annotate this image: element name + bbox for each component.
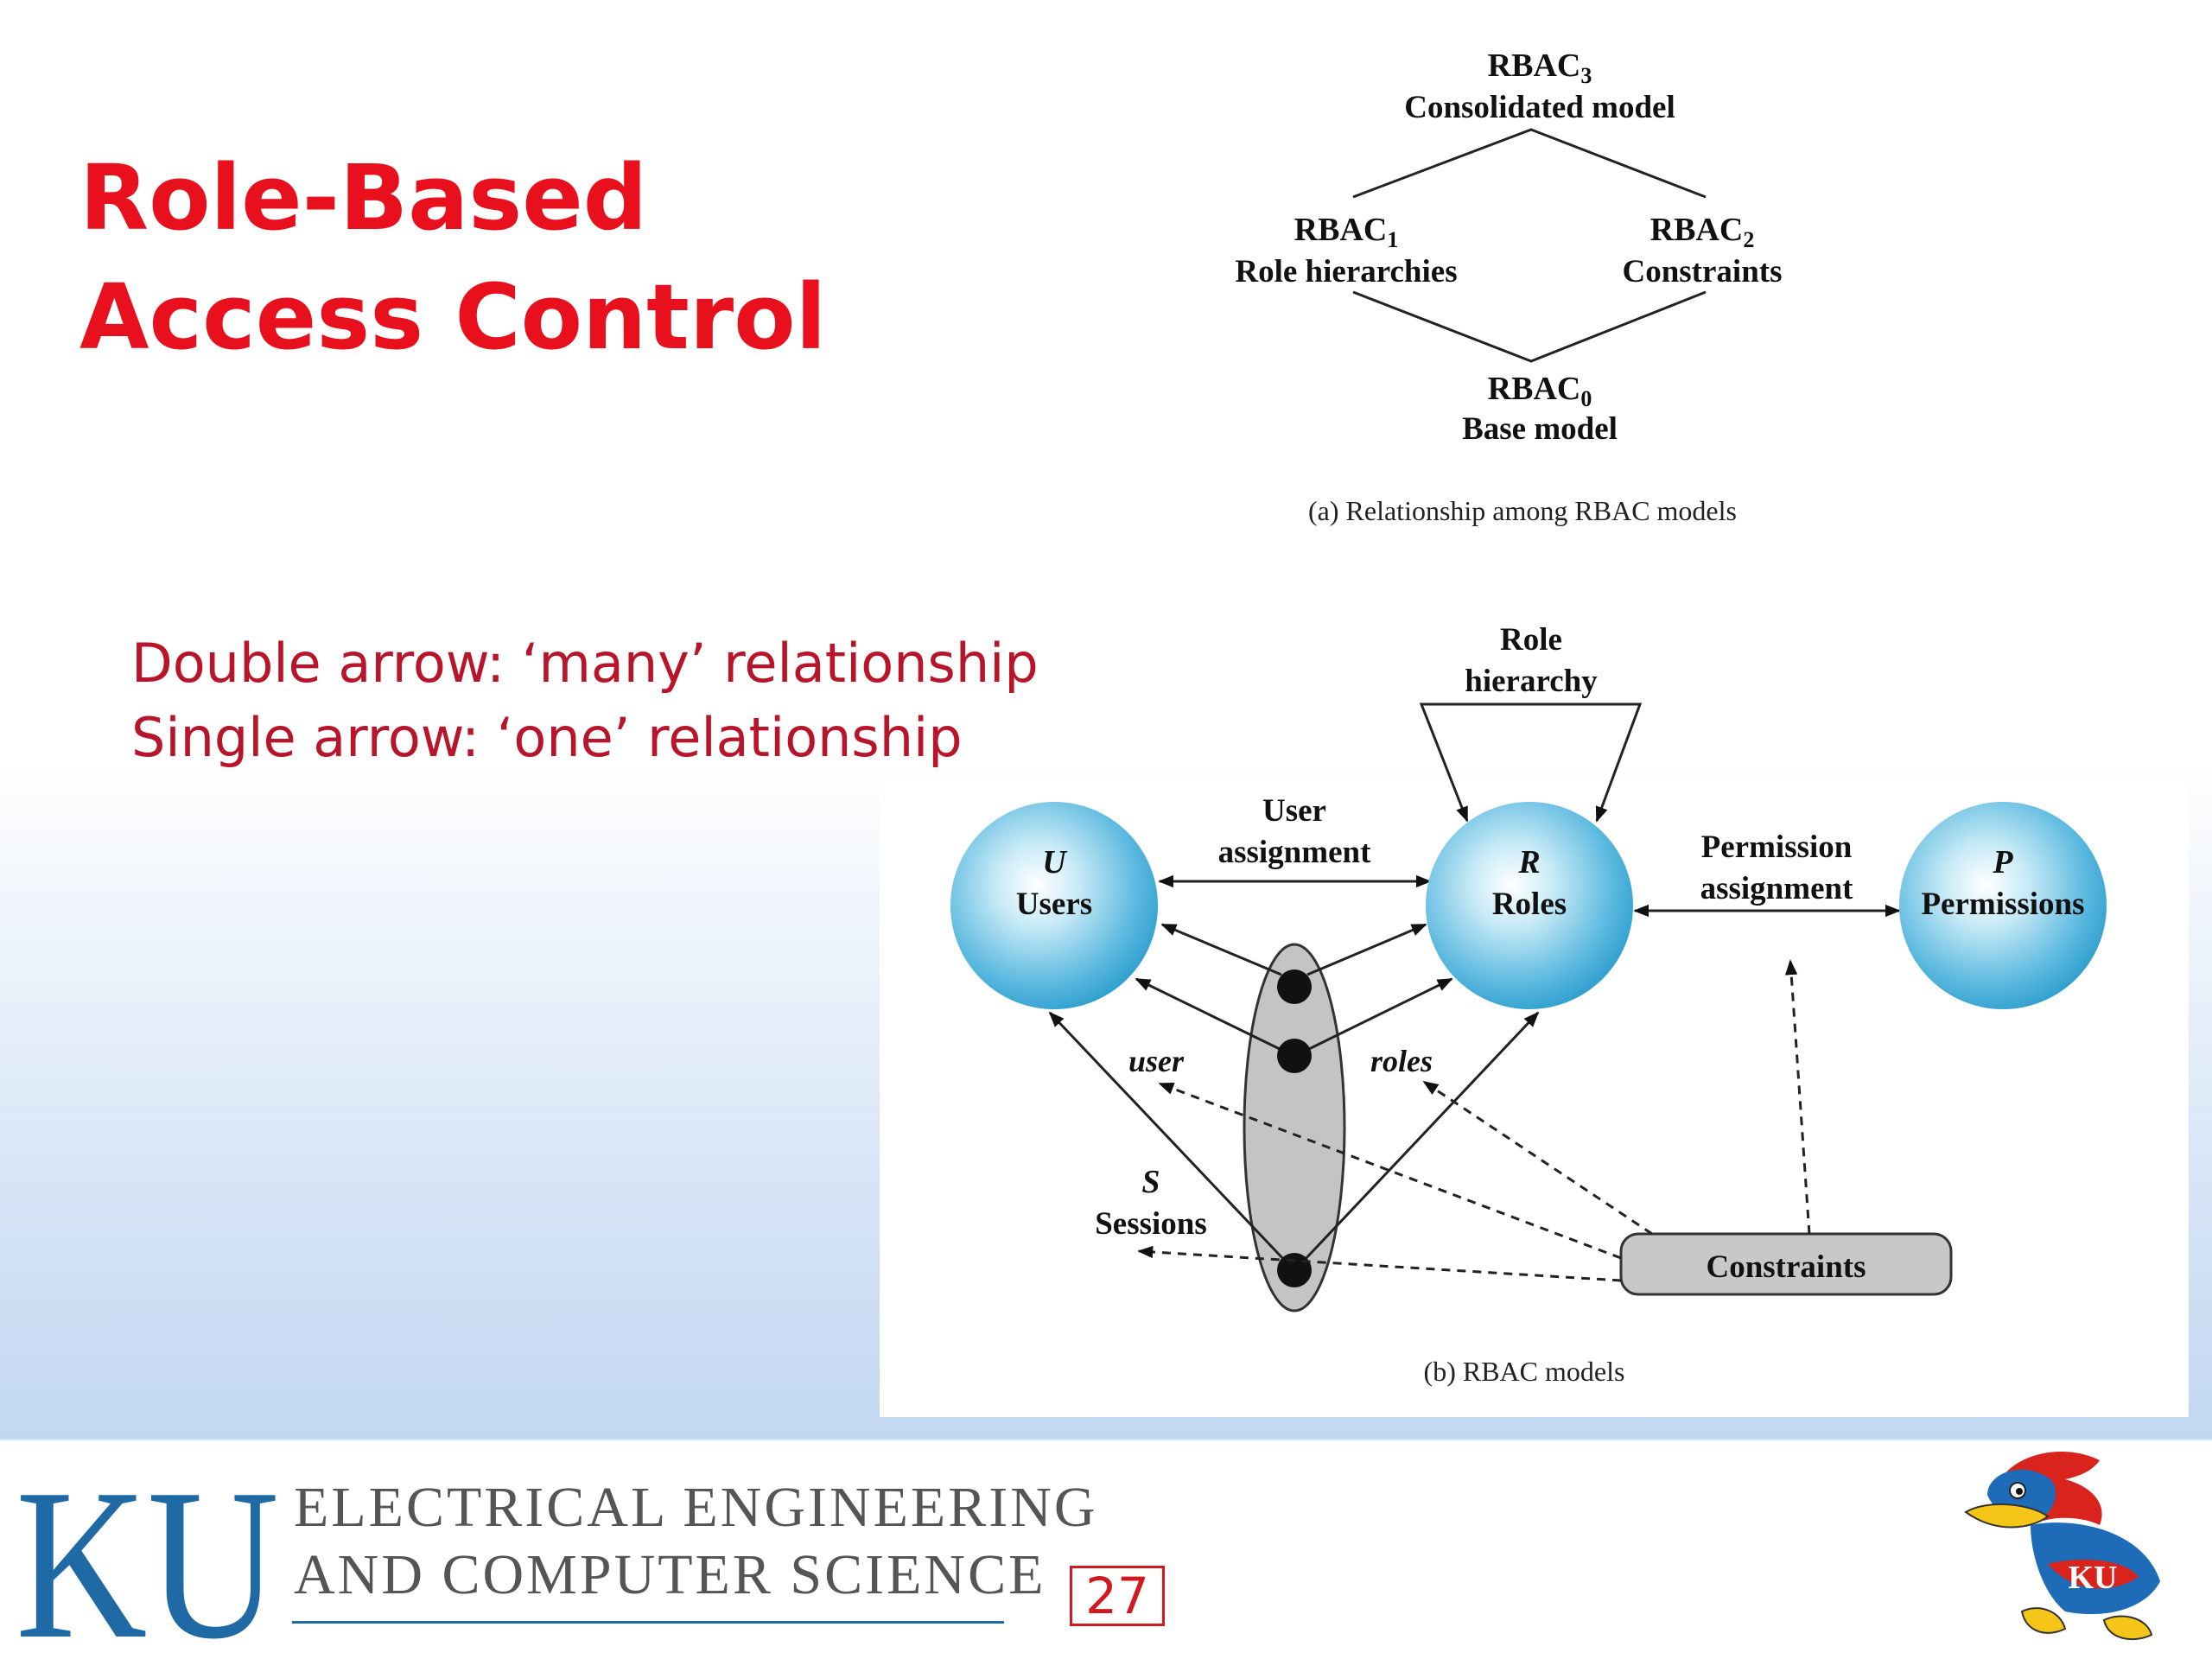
users-circle: [950, 802, 1158, 1009]
session3-user-arrow: [1048, 1011, 1287, 1263]
rbac2-desc: Constraints: [1622, 254, 1782, 289]
figure-b: Role hierarchy User assignment Permissio…: [950, 622, 2107, 1387]
title-line-2: Access Control: [79, 264, 827, 370]
sessions-symbol: S: [1141, 1164, 1160, 1200]
mascot-chest: [2048, 1560, 2139, 1589]
rbac3-desc: Consolidated model: [1404, 90, 1675, 125]
role-hierarchy-label-line1: Role: [1500, 622, 1562, 658]
rbac2-label: RBAC2: [1650, 212, 1755, 252]
sessions-ellipse: [1243, 943, 1346, 1313]
rbac3-label: RBAC3: [1488, 48, 1592, 88]
session1-roles-arrow: [1306, 923, 1427, 976]
permissions-circle: [1899, 802, 2107, 1009]
title-line-1: Role-Based: [79, 145, 648, 251]
rbac0-desc: Base model: [1462, 411, 1618, 447]
mascot-left-shoe: [2020, 1607, 2067, 1634]
note-double-arrow: Double arrow: ‘many’ relationship: [131, 632, 1039, 695]
figure-b-caption: (b) RBAC models: [1424, 1356, 1625, 1387]
roles-circle: [1426, 802, 1633, 1009]
session1-user-arrow: [1160, 923, 1282, 976]
users-symbol: U: [1042, 844, 1068, 880]
permission-assignment-label-line2: assignment: [1700, 871, 1853, 906]
figure-a: RBAC3 Consolidated model RBAC1 Role hier…: [1235, 48, 1782, 526]
session3-roles-arrow: [1301, 1011, 1540, 1263]
mascot-beak: [1964, 1503, 2050, 1529]
department-underline: [292, 1621, 1004, 1624]
department-line-2: AND COMPUTER SCIENCE: [294, 1543, 1046, 1606]
rbac3-connector: [1352, 128, 1707, 199]
mascot-pupil: [2016, 1488, 2023, 1495]
permission-assignment-label-line1: Permission: [1701, 830, 1853, 865]
permissions-symbol: P: [1992, 844, 2013, 880]
mascot-right-shoe: [2102, 1615, 2153, 1641]
department-name: ELECTRICAL ENGINEERING AND COMPUTER SCIE…: [294, 1474, 1098, 1609]
note-single-arrow: Single arrow: ‘one’ relationship: [131, 706, 963, 769]
role-hierarchy-label-line2: hierarchy: [1465, 664, 1598, 699]
rbac0-connector: [1352, 290, 1707, 363]
users-label: Users: [1016, 887, 1092, 922]
constraints-label: Constraints: [1706, 1249, 1866, 1285]
user-assignment-label-line2: assignment: [1218, 835, 1371, 870]
role-hierarchy-arrow: [1419, 702, 1643, 823]
user-function-label: user: [1128, 1044, 1185, 1078]
permissions-label: Permissions: [1921, 887, 2084, 922]
rbac1-desc: Role hierarchies: [1235, 254, 1457, 289]
constraint-to-sessions-arrow: [1137, 1245, 1622, 1282]
session-dot-1: [1277, 969, 1312, 1004]
roles-function-label: roles: [1370, 1044, 1433, 1078]
ku-logo-text: KU: [16, 1467, 279, 1657]
arrow-legend-note: Double arrow: ‘many’ relationship Single…: [131, 626, 1039, 775]
constraints-box: [1619, 1232, 1953, 1296]
rbac0-label: RBAC0: [1488, 371, 1592, 411]
jayhawk-mascot-icon: KU: [1964, 1452, 2160, 1641]
mascot-ku-text: KU: [2069, 1560, 2118, 1596]
session2-roles-arrow: [1306, 977, 1453, 1052]
session-dot-3: [1277, 1253, 1312, 1287]
constraint-to-user-arrow: [1158, 1082, 1622, 1260]
sessions-label: Sessions: [1095, 1206, 1207, 1242]
slide-title: Role-Based Access Control: [79, 138, 826, 377]
session2-user-arrow: [1135, 977, 1282, 1052]
user-assignment-label-line1: User: [1262, 793, 1326, 829]
session-dot-2: [1277, 1039, 1312, 1073]
roles-label: Roles: [1492, 887, 1567, 922]
roles-symbol: R: [1517, 844, 1540, 880]
page-number: 27: [1070, 1566, 1165, 1626]
department-line-1: ELECTRICAL ENGINEERING: [294, 1476, 1098, 1539]
rbac1-label: RBAC1: [1294, 212, 1399, 252]
ku-logo: KU: [16, 1467, 279, 1657]
figure-a-caption: (a) Relationship among RBAC models: [1308, 495, 1737, 526]
